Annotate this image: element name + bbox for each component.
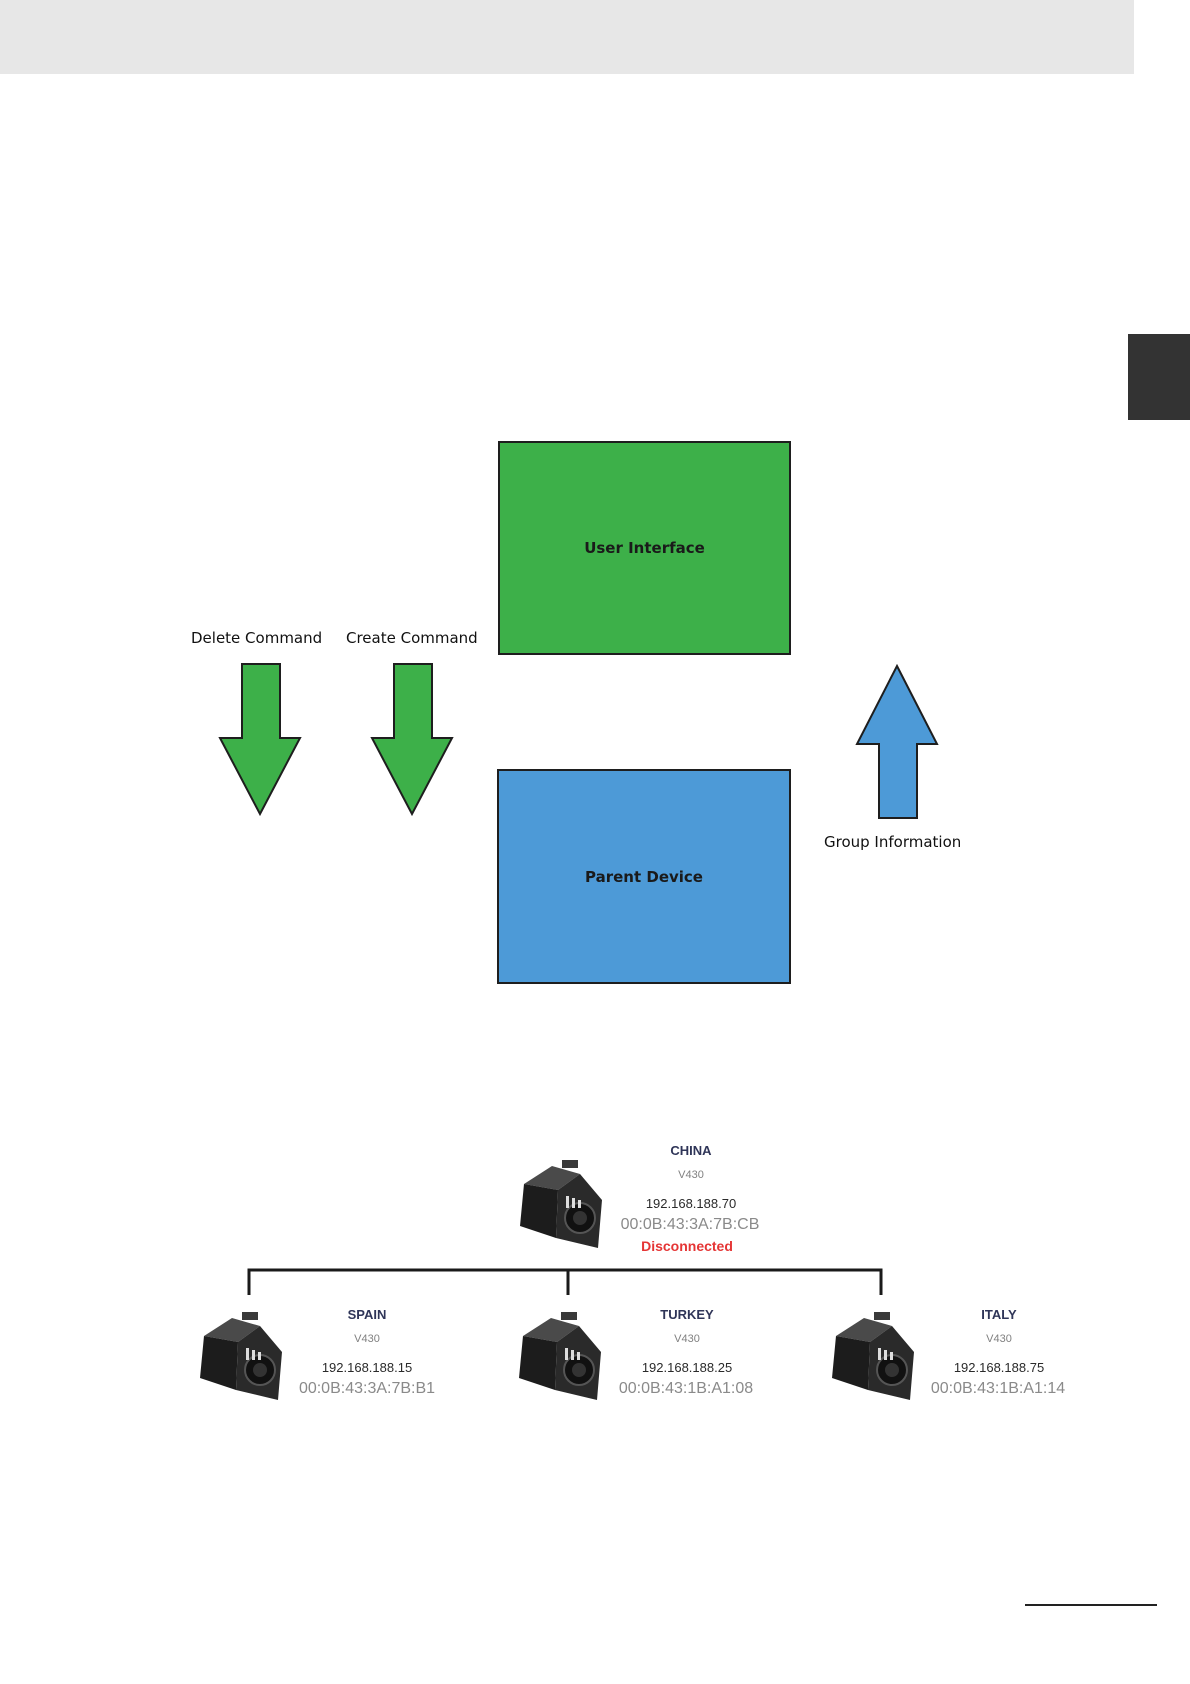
parent-device-mac: 00:0B:43:3A:7B:CB [580,1216,800,1234]
child-device-mac: 00:0B:43:1B:A1:08 [576,1380,796,1398]
child-device-ip: 192.168.188.75 [899,1360,1099,1375]
child-device-ip: 192.168.188.25 [587,1360,787,1375]
parent-device-model: V430 [631,1169,751,1181]
child-device-name: SPAIN [307,1307,427,1322]
parent-device-status: Disconnected [587,1238,787,1254]
parent-device-ip: 192.168.188.70 [591,1196,791,1211]
child-device-ip: 192.168.188.15 [267,1360,467,1375]
child-device-mac: 00:0B:43:1B:A1:14 [888,1380,1108,1398]
child-device-mac: 00:0B:43:3A:7B:B1 [257,1380,477,1398]
child-device-model: V430 [627,1333,747,1345]
child-device-name: TURKEY [627,1307,747,1322]
child-device-name: ITALY [939,1307,1059,1322]
parent-device-name: CHINA [631,1143,751,1158]
footer-rule [1025,1604,1157,1606]
child-device-model: V430 [939,1333,1059,1345]
child-device-model: V430 [307,1333,427,1345]
